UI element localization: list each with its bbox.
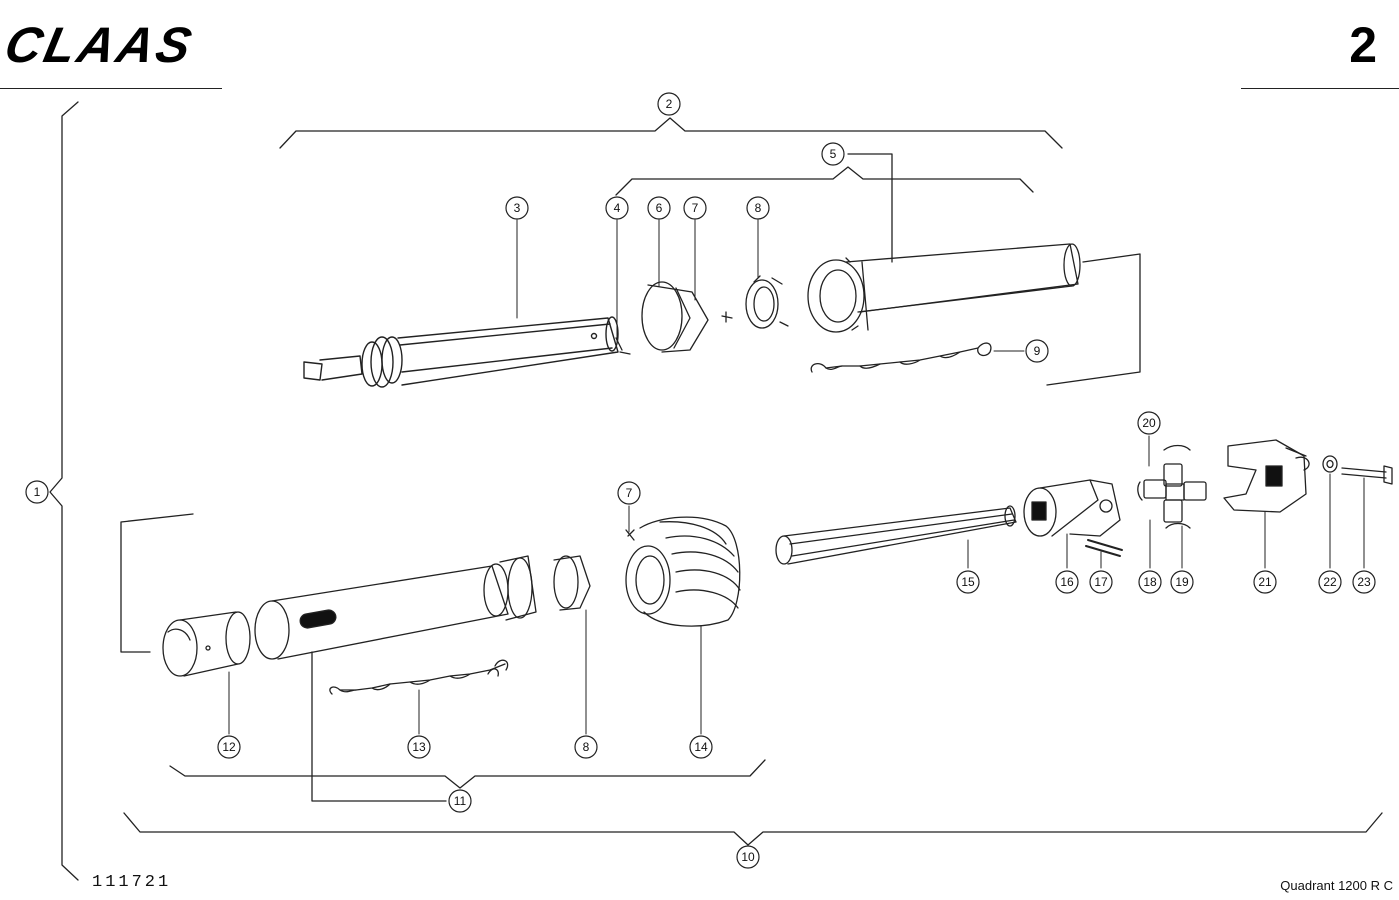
callout-13-label: 13 — [412, 740, 426, 754]
callout-7b-label: 7 — [626, 486, 633, 500]
part-17-pin — [1085, 539, 1123, 557]
callout-22-label: 22 — [1323, 575, 1337, 589]
callout-3-label: 3 — [514, 201, 521, 215]
callout-11-label: 11 — [454, 794, 467, 808]
callout-19-label: 19 — [1175, 575, 1189, 589]
part-19-circlip — [1137, 444, 1191, 529]
part-15-outer-profile-tube — [775, 505, 1017, 565]
callout-5 — [821, 142, 845, 166]
bracket-11 — [169, 759, 766, 789]
part-6-guard-ring — [641, 281, 709, 353]
callout-8a — [746, 196, 770, 220]
part-14-bellows-cone — [625, 516, 741, 627]
part-12-sleeve — [162, 611, 251, 677]
part-23-bolt — [1341, 465, 1393, 485]
part-21-yoke — [1223, 439, 1310, 513]
callout-17-label: 17 — [1094, 575, 1108, 589]
bracket-5 — [615, 166, 1034, 196]
part-13-chain — [329, 659, 509, 695]
callout-7b — [617, 481, 641, 505]
callout-20-label: 20 — [1142, 416, 1156, 430]
callout-23-label: 23 — [1357, 575, 1371, 589]
part-7-screw-bottom — [625, 529, 635, 541]
callout-2 — [657, 92, 681, 116]
callout-6-label: 6 — [656, 201, 663, 215]
header-rule-right — [1241, 88, 1399, 89]
callout-11 — [448, 789, 472, 813]
part-8-bearing-ring-bottom — [553, 555, 591, 611]
part-16-yoke — [1023, 479, 1121, 537]
callout-12 — [217, 735, 241, 759]
callout-4-label: 4 — [614, 201, 621, 215]
callout-13 — [407, 735, 431, 759]
callout-9 — [1025, 339, 1049, 363]
bracket-1 — [49, 101, 79, 881]
callout-7a — [683, 196, 707, 220]
callout-1-label: 1 — [34, 485, 41, 499]
callout-16 — [1055, 570, 1079, 594]
callout-21-label: 21 — [1258, 575, 1272, 589]
part-3-inner-tube — [303, 316, 619, 388]
bracket-10 — [123, 812, 1383, 846]
page-number: 2 — [1349, 17, 1377, 73]
callout-5-label: 5 — [830, 147, 837, 161]
part-18-cross-journal — [1143, 463, 1207, 523]
callout-22 — [1318, 570, 1342, 594]
callout-2-label: 2 — [666, 97, 673, 111]
callout-4 — [605, 196, 629, 220]
callout-20 — [1137, 411, 1161, 435]
callout-15 — [956, 570, 980, 594]
callout-8b — [574, 735, 598, 759]
part-22-nut — [1322, 455, 1338, 473]
callout-21 — [1253, 570, 1277, 594]
callout-14 — [689, 735, 713, 759]
callout-18 — [1138, 570, 1162, 594]
callout-7a-label: 7 — [692, 201, 699, 215]
callout-6 — [647, 196, 671, 220]
part-11-outer-guard-tube — [254, 555, 537, 660]
callout-15-label: 15 — [961, 575, 975, 589]
callout-19 — [1170, 570, 1194, 594]
callout-18-label: 18 — [1143, 575, 1157, 589]
drawing-number: 111721 — [92, 873, 172, 892]
callout-10-label: 10 — [741, 850, 755, 864]
callout-1 — [25, 480, 49, 504]
model-label: Quadrant 1200 R C — [1280, 878, 1393, 893]
part-7-screw-top — [721, 311, 733, 323]
callout-9-label: 9 — [1034, 344, 1041, 358]
callout-17 — [1089, 570, 1113, 594]
header-rule-left — [0, 88, 222, 89]
callout-23 — [1352, 570, 1376, 594]
callout-14-label: 14 — [694, 740, 708, 754]
part-5-guard-tube — [807, 243, 1081, 333]
callout-8a-label: 8 — [755, 201, 762, 215]
callout-16-label: 16 — [1060, 575, 1074, 589]
callout-3 — [505, 196, 529, 220]
bracket-2 — [279, 117, 1063, 149]
callout-12-label: 12 — [222, 740, 236, 754]
part-8-bearing-ring-top — [745, 275, 789, 329]
part-9-chain — [810, 342, 992, 373]
callout-8b-label: 8 — [583, 740, 590, 754]
callout-10 — [736, 845, 760, 869]
